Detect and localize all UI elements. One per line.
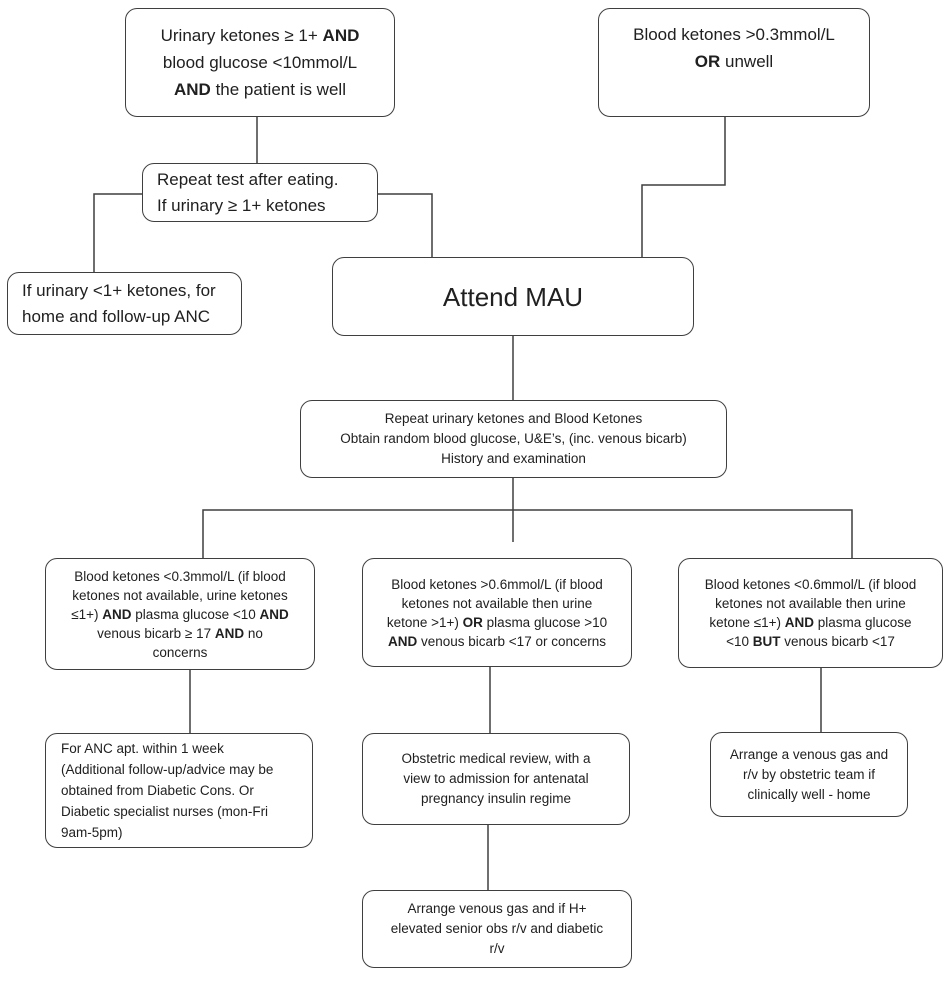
text-line: Blood ketones >0.6mmol/L (if blood	[391, 576, 603, 592]
text-line: Attend MAU	[442, 281, 584, 312]
text-line: r/v by obstetric team if	[742, 766, 876, 782]
text-line: Diabetic specialist nurses (mon-Fri	[61, 804, 269, 819]
text-line: obtained from Diabetic Cons. Or	[61, 783, 254, 798]
node-obstetric-review: Obstetric medical review, with a view to …	[362, 733, 630, 825]
node-venous-gas-senior-review: Arrange venous gas and if H+ elevated sen…	[362, 890, 632, 968]
text-line: History and examination	[441, 451, 586, 466]
text-line: Urinary ketones ≥ 1+ AND	[160, 26, 360, 45]
text-line: Blood ketones <0.3mmol/L (if blood	[74, 568, 286, 584]
node-attend-mau: Attend MAU	[332, 257, 694, 336]
node-branch-low-ketones: Blood ketones <0.3mmol/L (if blood ketone…	[45, 558, 315, 670]
text-line: AND the patient is well	[174, 80, 346, 99]
node-venous-gas-home: Arrange a venous gas and r/v by obstetric…	[710, 732, 908, 817]
text-line: ketones not available then urine	[715, 596, 906, 611]
text-line: ketone >1+) OR plasma glucose >10	[386, 614, 608, 630]
connector-repeat-to-mau	[378, 193, 433, 257]
text-line: AND venous bicarb <17 or concerns	[388, 633, 606, 649]
text-line: view to admission for antenatal	[403, 771, 589, 786]
text-line: clinically well - home	[747, 786, 871, 802]
node-mau-actions: Repeat urinary ketones and Blood Ketones…	[300, 400, 727, 478]
connector-blood-to-mau	[641, 117, 726, 257]
text-line: ≤1+) AND plasma glucose <10 AND	[71, 606, 289, 622]
text-line: Obtain random blood glucose, U&E’s, (inc…	[340, 431, 687, 446]
text-line: ketone ≤1+) AND plasma glucose	[709, 615, 912, 630]
node-blood-ketones-unwell: Blood ketones >0.3mmol/L OR unwell	[598, 8, 870, 117]
text-line: blood glucose <10mmol/L	[162, 53, 358, 72]
text-line: r/v	[489, 941, 505, 956]
connector-repeat-to-home	[93, 193, 142, 272]
text-line: elevated senior obs r/v and diabetic	[390, 921, 604, 936]
text-line: Obstetric medical review, with a	[401, 751, 591, 766]
text-line: Arrange a venous gas and	[729, 746, 889, 762]
text-line: <10 BUT venous bicarb <17	[726, 634, 895, 649]
text-line: home and follow-up ANC	[22, 306, 211, 326]
text-line: (Additional follow-up/advice may be	[61, 762, 274, 777]
node-repeat-test-after-eating: Repeat test after eating. If urinary ≥ 1+…	[142, 163, 378, 222]
text-line: Blood ketones >0.3mmol/L	[633, 25, 835, 44]
text-line: OR unwell	[694, 52, 774, 71]
text-line: concerns	[152, 644, 208, 660]
text-line: venous bicarb ≥ 17 AND no	[97, 625, 263, 641]
node-anc-followup: For ANC apt. within 1 week (Additional fo…	[45, 733, 313, 848]
node-branch-borderline-ketones: Blood ketones <0.6mmol/L (if blood ketone…	[678, 558, 943, 668]
text-line: 9am-5pm)	[61, 825, 123, 840]
text-line: For ANC apt. within 1 week	[61, 741, 224, 756]
node-urinary-ketones-well: Urinary ketones ≥ 1+ AND blood glucose <1…	[125, 8, 395, 117]
text-line: Repeat urinary ketones and Blood Ketones	[384, 411, 643, 426]
text-line: Arrange venous gas and if H+	[407, 901, 587, 916]
text-line: pregnancy insulin regime	[420, 791, 572, 806]
node-branch-high-ketones: Blood ketones >0.6mmol/L (if blood ketone…	[362, 558, 632, 667]
text-line: If urinary ≥ 1+ ketones	[157, 195, 326, 215]
text-line: Blood ketones <0.6mmol/L (if blood	[704, 577, 917, 592]
text-line: ketones not available, urine ketones	[72, 587, 288, 603]
node-home-follow-up-anc: If urinary <1+ ketones, for home and foll…	[7, 272, 242, 335]
text-line: Repeat test after eating.	[157, 169, 339, 189]
connector-branch-bar	[202, 509, 853, 558]
text-line: If urinary <1+ ketones, for	[22, 280, 216, 300]
text-line: ketones not available then urine	[401, 595, 593, 611]
